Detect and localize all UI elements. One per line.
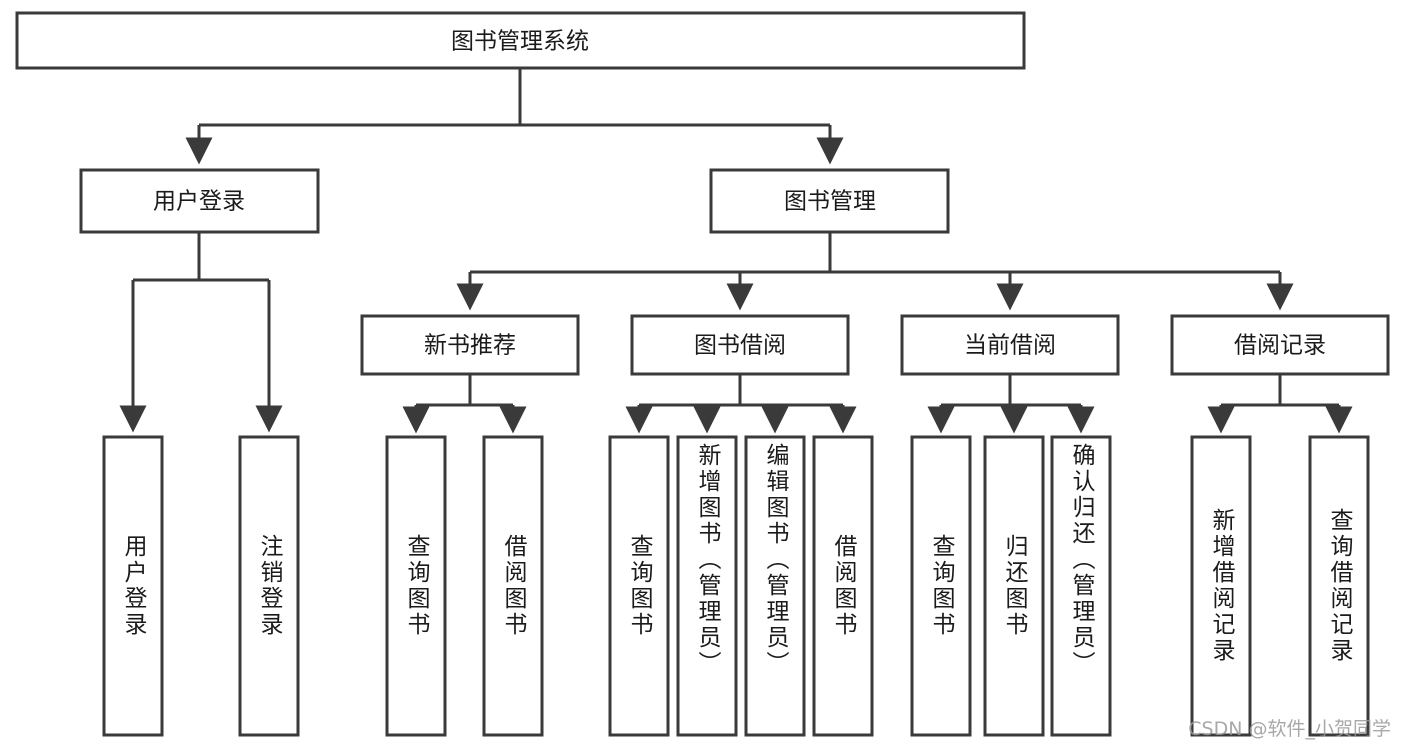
node-new-book-recommend[interactable]: 新书推荐 [360, 314, 580, 376]
node-book-borrow-label: 图书借阅 [694, 333, 786, 359]
leaf-confirm-return-admin-box[interactable] [1050, 435, 1112, 737]
node-root-label: 图书管理系统 [451, 29, 589, 55]
node-current-borrow-label: 当前借阅 [964, 333, 1056, 359]
node-borrow-record-label: 借阅记录 [1234, 333, 1326, 359]
node-user-login-box[interactable] [79, 168, 320, 234]
node-user-login[interactable]: 用户登录 [79, 168, 320, 234]
node-current-borrow[interactable]: 当前借阅 [900, 314, 1120, 376]
leaf-borrow-book-2-box[interactable] [812, 435, 874, 737]
node-borrow-record-box[interactable] [1170, 314, 1390, 376]
node-book-management[interactable]: 图书管理 [709, 168, 950, 234]
leaf-query-borrow-record-box[interactable] [1308, 435, 1370, 737]
leaf-query-book-3-box[interactable] [910, 435, 972, 737]
leaf-query-book-1-box[interactable] [385, 435, 447, 737]
node-book-management-label: 图书管理 [784, 189, 876, 215]
connector-group [119, 68, 1353, 434]
node-book-borrow-box[interactable] [630, 314, 850, 376]
leaf-add-book-admin-box[interactable] [676, 435, 738, 737]
node-current-borrow-box[interactable] [900, 314, 1120, 376]
csdn-watermark: CSDN @软件_小贺同学 [1188, 718, 1391, 740]
leaf-borrow-book-1-box[interactable] [482, 435, 544, 737]
node-new-book-recommend-label: 新书推荐 [424, 333, 516, 359]
leaf-user-login-box[interactable] [102, 435, 164, 737]
leaf-logout-login-box[interactable] [238, 435, 300, 737]
leaf-box-group [102, 435, 1370, 737]
node-user-login-label: 用户登录 [153, 189, 245, 215]
node-root-box[interactable] [15, 11, 1026, 70]
node-book-borrow[interactable]: 图书借阅 [630, 314, 850, 376]
leaf-query-book-2-box[interactable] [608, 435, 670, 737]
node-book-management-box[interactable] [709, 168, 950, 234]
leaf-return-book-box[interactable] [983, 435, 1045, 737]
node-borrow-record[interactable]: 借阅记录 [1170, 314, 1390, 376]
node-root[interactable]: 图书管理系统 [15, 11, 1026, 70]
leaf-edit-book-admin-box[interactable] [744, 435, 806, 737]
node-new-book-recommend-box[interactable] [360, 314, 580, 376]
leaf-add-borrow-record-box[interactable] [1190, 435, 1252, 737]
